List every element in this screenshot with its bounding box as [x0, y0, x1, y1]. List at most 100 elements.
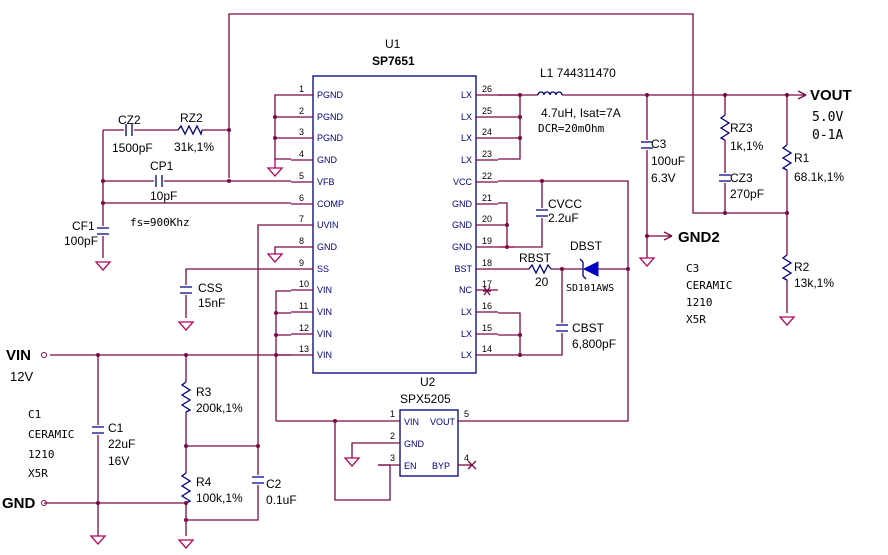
u2-pin-3-num: 3 [390, 453, 395, 463]
vout-port-arrow [797, 90, 807, 100]
u1-pin-11-name: VIN [317, 307, 332, 317]
u1-pin-14-name: LX [461, 350, 472, 360]
junction-dots [96, 93, 789, 522]
cf1-ref: CF1 [72, 219, 95, 233]
u1-pin-16-name: LX [461, 307, 472, 317]
u1-pin-26-num: 26 [482, 84, 492, 94]
c1-value: 22uF [108, 437, 135, 451]
c2-ref: C2 [266, 477, 282, 491]
u1-pin-19-name: GND [452, 242, 473, 252]
u1-pin-12-num: 12 [299, 323, 309, 333]
r3-value: 200k,1% [196, 401, 243, 415]
u1-pin-26-name: LX [461, 90, 472, 100]
dbst-symbol [582, 261, 599, 277]
u1-pin-5-num: 5 [299, 171, 304, 181]
r2-value: 13k,1% [794, 276, 834, 290]
vin-port [41, 352, 47, 358]
c1-note-line-4: X5R [28, 467, 48, 480]
rbst-ref: RBST [519, 251, 552, 265]
u2-pin-2-num: 2 [390, 431, 395, 441]
vout-voltage: 5.0V [812, 110, 843, 125]
cp1-value: 10pF [150, 189, 177, 203]
r3-ref: R3 [196, 385, 212, 399]
cz2-symbol [125, 124, 133, 136]
u1-pin-23-name: LX [461, 155, 472, 165]
u1-pin-24-name: LX [461, 133, 472, 143]
u1-pin-20-num: 20 [482, 214, 492, 224]
u1-pin-17-name: NC [459, 285, 472, 295]
switching-frequency: fs=900Khz [130, 216, 190, 229]
cz3-ref: CZ3 [730, 171, 753, 185]
u1-pin-13-name: VIN [317, 350, 332, 360]
c1-symbol [92, 426, 104, 434]
vin-label: VIN [6, 347, 31, 364]
u1-pin-21-num: 21 [482, 193, 492, 203]
r1-symbol [781, 144, 793, 171]
cf1-value: 100pF [64, 234, 98, 248]
vin-voltage: 12V [10, 369, 33, 384]
gnd2-label: GND2 [678, 229, 720, 246]
u1-pin-6-num: 6 [299, 193, 304, 203]
u1-pin-11-num: 11 [299, 301, 308, 311]
cp1-symbol [155, 175, 163, 187]
c1-voltage: 16V [108, 454, 129, 468]
u1-pin-10-name: VIN [317, 285, 332, 295]
u1-pin-21-name: GND [452, 199, 473, 209]
cvcc-symbol [536, 209, 548, 217]
u2-pin-4-name: BYP [432, 461, 450, 471]
c3-note-line-4: X5R [686, 313, 706, 326]
u1-ref: U1 [385, 37, 401, 51]
c1-note-line-2: CERAMIC [28, 428, 74, 441]
u1-pin-7-num: 7 [299, 214, 304, 224]
u1-pin-18-name: BST [454, 264, 472, 274]
css-value: 15nF [198, 296, 225, 310]
l1-ref: L1 744311470 [540, 66, 616, 80]
c3-note-line-3: 1210 [686, 296, 713, 309]
u1-part: SP7651 [372, 54, 415, 68]
cp1-ref: CP1 [150, 159, 174, 173]
c3-symbol [641, 141, 653, 149]
gnd-label: GND [2, 495, 36, 512]
rz3-ref: RZ3 [730, 121, 753, 135]
u1-pin-22-num: 22 [482, 171, 492, 181]
u1-pin-2-num: 2 [299, 106, 304, 116]
c2-value: 0.1uF [266, 493, 297, 507]
u1-pin-6-name: COMP [317, 199, 344, 209]
u1-pin-12-name: VIN [317, 329, 332, 339]
u1-pin-5-name: VFB [317, 177, 335, 187]
cz2-value: 1500pF [112, 141, 153, 155]
r1-value: 68.1k,1% [794, 170, 844, 184]
css-symbol [180, 286, 192, 294]
c1-note-line-1: C1 [28, 408, 41, 421]
u1-pin-15-num: 15 [482, 323, 492, 333]
l1-dcr: DCR=20mOhm [538, 122, 605, 135]
c1-ref: C1 [108, 421, 124, 435]
cz3-value: 270pF [730, 187, 764, 201]
u2-pin-5-num: 5 [464, 409, 469, 419]
r2-symbol [781, 254, 793, 281]
r1-ref: R1 [794, 151, 810, 165]
u1-pin-22-name: VCC [453, 177, 473, 187]
gnd-port [41, 500, 47, 506]
u1-pin-25-num: 25 [482, 106, 492, 116]
u1-pin-3-num: 3 [299, 127, 304, 137]
c3-voltage: 6.3V [651, 171, 676, 185]
l1-value: 4.7uH, Isat=7A [541, 106, 621, 120]
u1-pin-15-name: LX [461, 329, 472, 339]
u1-pin-23-num: 23 [482, 149, 492, 159]
c3-ref: C3 [651, 137, 667, 151]
vout-current: 0-1A [812, 128, 843, 143]
u2-pin-1-name: VIN [404, 417, 419, 427]
u2-pin-5-name: VOUT [430, 417, 456, 427]
u1-pin-4-num: 4 [299, 149, 304, 159]
rz3-symbol [719, 114, 731, 141]
u1-pin-25-name: LX [461, 112, 472, 122]
cz3-symbol [719, 174, 731, 182]
rz2-value: 31k,1% [174, 140, 214, 154]
u1-pin-10-num: 10 [299, 279, 309, 289]
u1-pin-7-name: UVIN [317, 220, 339, 230]
dbst-ref: DBST [570, 239, 603, 253]
cbst-symbol [556, 324, 568, 332]
c3-value: 100uF [651, 154, 685, 168]
